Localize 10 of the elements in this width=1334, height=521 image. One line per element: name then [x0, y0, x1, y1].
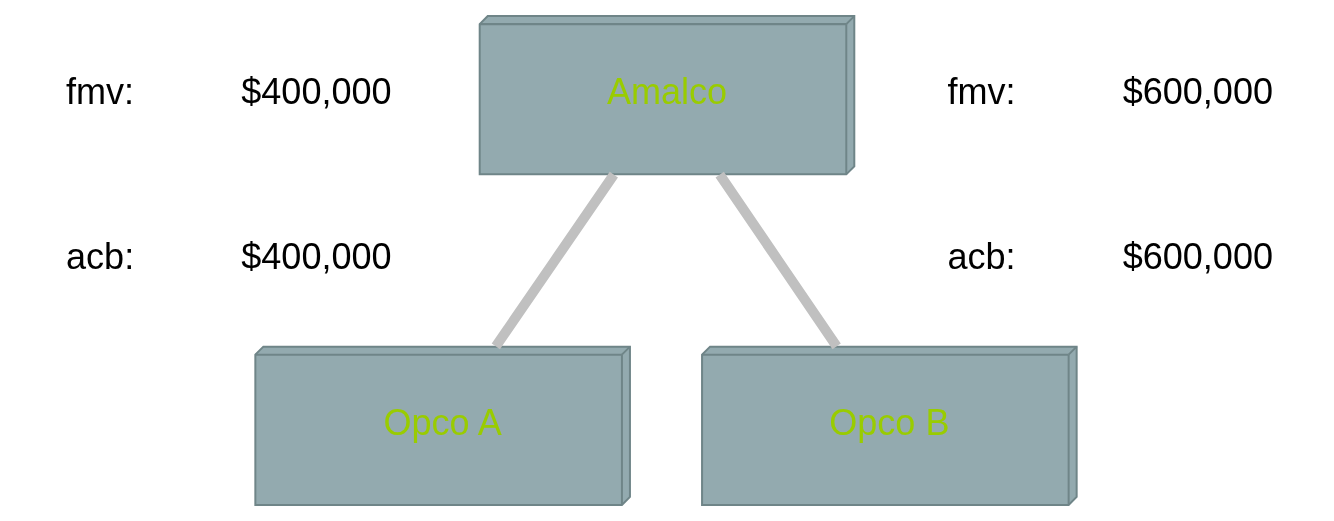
label: fmv: — [947, 71, 1016, 113]
label: fmv: — [66, 71, 135, 113]
connector — [491, 171, 618, 350]
label: $400,000 — [241, 236, 392, 278]
connector — [715, 171, 841, 350]
label: acb: — [66, 236, 135, 278]
label: $400,000 — [241, 71, 392, 113]
label: $600,000 — [1122, 71, 1274, 113]
label: $600,000 — [1122, 236, 1274, 278]
label: acb: — [947, 236, 1016, 278]
